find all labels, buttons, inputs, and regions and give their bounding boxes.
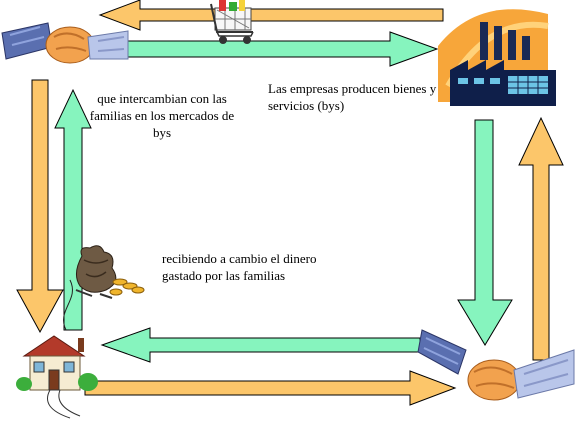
money-bag-icon (75, 245, 145, 299)
left-down-arrow (16, 79, 64, 334)
recibiendo-label: recibiendo a cambio el dinero gastado po… (162, 251, 317, 283)
empresas-producen-label: Las empresas producen bienes y servicios… (268, 81, 437, 113)
right-up-arrow (518, 116, 564, 361)
shopping-cart-icon (210, 0, 254, 44)
top-right-arrow (119, 31, 439, 67)
top-left-arrow (98, 0, 444, 31)
handshake-icon (417, 329, 575, 401)
intercambian-label: que intercambian con las familias en los… (89, 91, 235, 140)
right-down-arrow (457, 119, 513, 346)
house-icon (16, 279, 98, 419)
factory-icon (438, 9, 556, 106)
handshake-icon (1, 22, 129, 64)
bottom-left-arrow (100, 327, 421, 363)
bottom-right-arrow (84, 370, 457, 406)
